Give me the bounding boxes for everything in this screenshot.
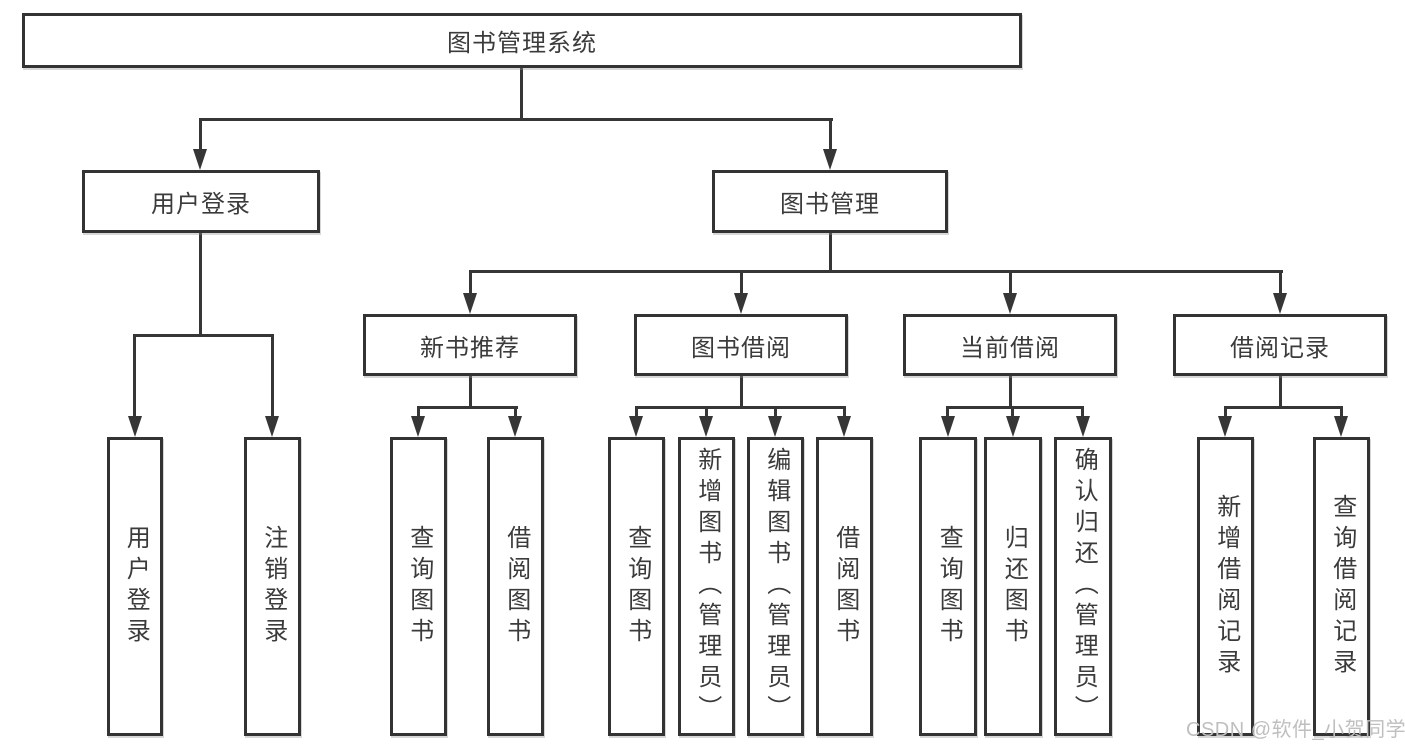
connector-line: [271, 334, 274, 418]
node-new-book-rec-label: 新书推荐: [420, 334, 520, 362]
leaf-query-books-rec-label: 查询图书: [405, 524, 433, 649]
connector-line: [1340, 406, 1343, 419]
connector-line: [1224, 406, 1227, 419]
connector-line: [946, 406, 949, 419]
connector-line: [740, 376, 743, 408]
leaf-return-books-label: 归还图书: [1000, 524, 1028, 649]
connector-line: [635, 406, 638, 419]
connector-line: [1009, 376, 1012, 408]
leaf-borrow-books-bor-label: 借阅图书: [831, 524, 859, 649]
arrow-down-icon: [1006, 416, 1020, 437]
arrow-down-icon: [1218, 416, 1232, 437]
connector-line: [417, 406, 518, 409]
connector-line: [829, 118, 832, 152]
connector-line: [469, 376, 472, 408]
node-user-login-label: 用户登录: [151, 191, 251, 218]
arrow-down-icon: [508, 416, 522, 437]
connector-line: [1279, 376, 1282, 408]
leaf-user-login: 用户登录: [107, 437, 163, 736]
leaf-confirm-return-admin-label: 确认归还（管理员）: [1070, 447, 1098, 726]
leaf-query-books-bor-label: 查询图书: [623, 524, 651, 649]
node-root-label: 图书管理系统: [447, 30, 597, 57]
leaf-query-books-rec: 查询图书: [390, 437, 447, 736]
connector-line: [520, 68, 523, 120]
leaf-query-borrow-record-label: 查询借阅记录: [1328, 493, 1356, 680]
leaf-user-login-label: 用户登录: [122, 524, 150, 649]
arrow-down-icon: [699, 416, 713, 437]
connector-line: [829, 233, 832, 273]
connector-line: [1081, 406, 1084, 419]
arrow-down-icon: [128, 416, 142, 437]
connector-line: [133, 334, 136, 418]
node-current-borrowing: 当前借阅: [903, 314, 1117, 376]
connector-line: [774, 406, 777, 419]
connector-line: [843, 406, 846, 419]
connector-line: [740, 270, 743, 295]
leaf-borrow-books-rec: 借阅图书: [487, 437, 544, 736]
arrow-down-icon: [1334, 416, 1348, 437]
connector-line: [199, 233, 202, 336]
leaf-edit-book-admin: 编辑图书（管理员）: [747, 437, 804, 736]
connector-line: [133, 334, 274, 337]
leaf-logout: 注销登录: [244, 437, 301, 736]
node-book-mgmt-label: 图书管理: [780, 191, 880, 218]
node-book-borrowing: 图书借阅: [634, 314, 848, 376]
arrow-down-icon: [411, 416, 425, 437]
leaf-add-borrow-record: 新增借阅记录: [1197, 437, 1254, 736]
arrow-down-icon: [1076, 416, 1090, 437]
connector-line: [1009, 270, 1012, 295]
leaf-add-borrow-record-label: 新增借阅记录: [1212, 493, 1240, 680]
node-borrowing-records-label: 借阅记录: [1230, 334, 1330, 362]
node-user-login: 用户登录: [82, 170, 320, 233]
arrow-down-icon: [823, 149, 837, 170]
leaf-borrow-books-rec-label: 借阅图书: [502, 524, 530, 649]
node-root: 图书管理系统: [22, 13, 1022, 68]
leaf-borrow-books-bor: 借阅图书: [816, 437, 873, 736]
connector-line: [417, 406, 420, 419]
node-new-book-rec: 新书推荐: [363, 314, 577, 376]
arrow-down-icon: [1003, 293, 1017, 314]
arrow-down-icon: [837, 416, 851, 437]
node-book-borrowing-label: 图书借阅: [691, 334, 791, 362]
leaf-query-books-bor: 查询图书: [608, 437, 665, 736]
leaf-query-books-cur: 查询图书: [919, 437, 977, 736]
arrow-down-icon: [941, 416, 955, 437]
connector-line: [946, 406, 1084, 409]
leaf-add-book-admin-label: 新增图书（管理员）: [693, 447, 721, 726]
arrow-down-icon: [629, 416, 643, 437]
connector-line: [1279, 270, 1282, 295]
node-borrowing-records: 借阅记录: [1173, 314, 1387, 376]
arrow-down-icon: [193, 149, 207, 170]
leaf-return-books: 归还图书: [984, 437, 1042, 736]
leaf-edit-book-admin-label: 编辑图书（管理员）: [762, 447, 790, 726]
connector-line: [199, 118, 202, 152]
leaf-confirm-return-admin: 确认归还（管理员）: [1054, 437, 1112, 736]
leaf-add-book-admin: 新增图书（管理员）: [678, 437, 735, 736]
leaf-logout-label: 注销登录: [259, 524, 287, 649]
leaf-query-borrow-record: 查询借阅记录: [1313, 437, 1370, 736]
connector-line: [199, 118, 833, 121]
connector-line: [1224, 406, 1343, 409]
arrow-down-icon: [734, 293, 748, 314]
node-book-mgmt: 图书管理: [712, 170, 948, 233]
node-current-borrowing-label: 当前借阅: [960, 334, 1060, 362]
connector-line: [514, 406, 517, 419]
connector-line: [469, 270, 472, 295]
connector-line: [1011, 406, 1014, 419]
connector-line: [635, 406, 846, 409]
connector-line: [469, 270, 1283, 273]
leaf-query-books-cur-label: 查询图书: [935, 524, 963, 649]
arrow-down-icon: [768, 416, 782, 437]
connector-line: [705, 406, 708, 419]
watermark: CSDN @软件_小贺同学: [1186, 719, 1405, 741]
arrow-down-icon: [463, 293, 477, 314]
arrow-down-icon: [265, 416, 279, 437]
arrow-down-icon: [1273, 293, 1287, 314]
